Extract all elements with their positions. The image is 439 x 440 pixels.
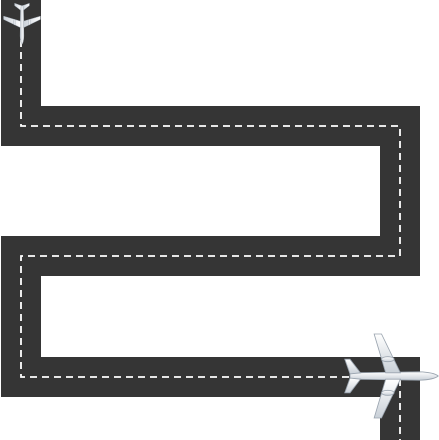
road-asphalt — [1, 0, 420, 440]
road-center-line — [20, 40, 401, 440]
